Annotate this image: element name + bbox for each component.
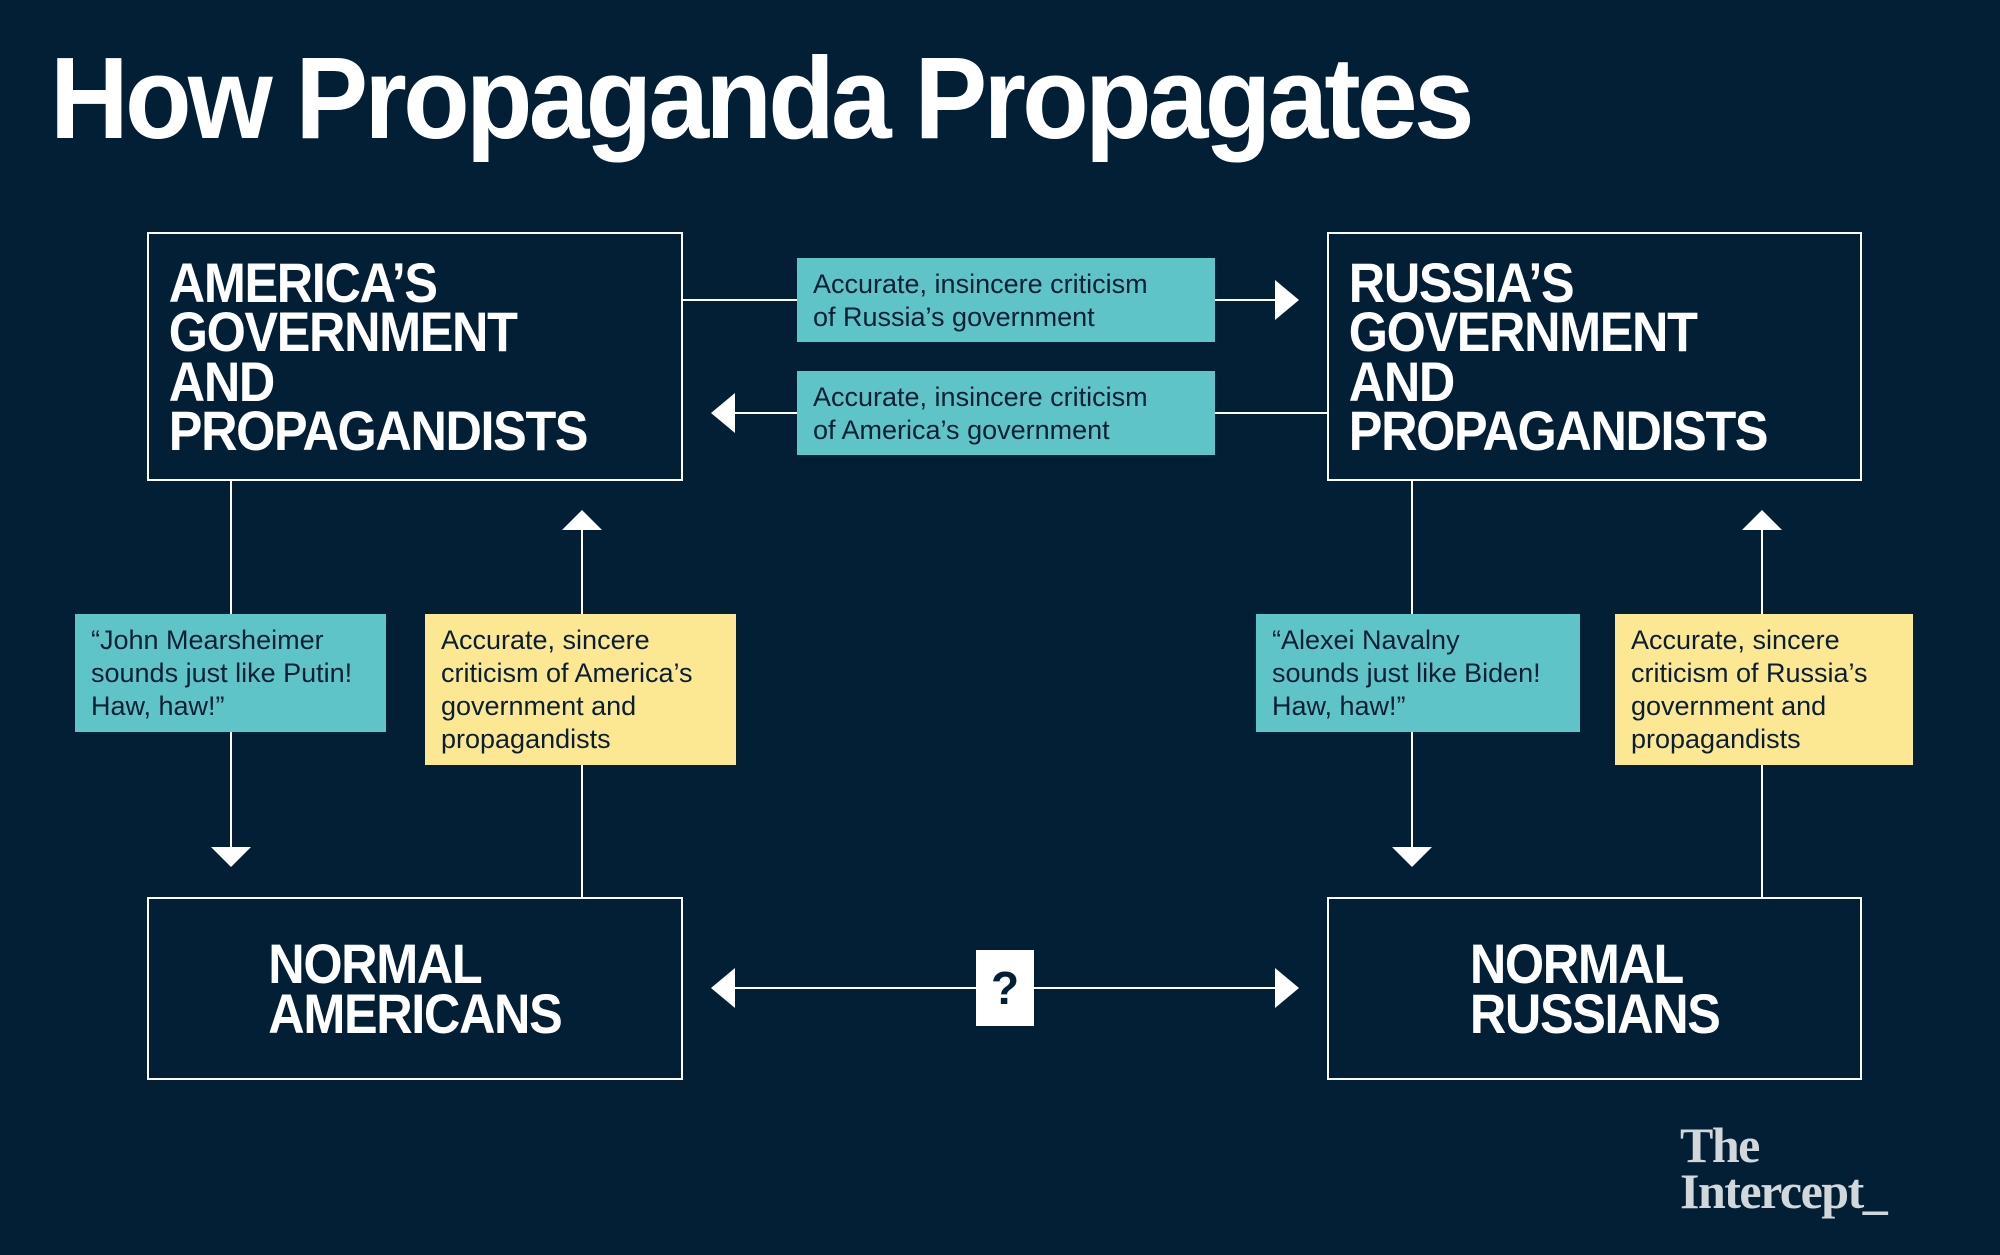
arrowhead-left-icon bbox=[711, 393, 735, 433]
diagram-title: How Propaganda Propagates bbox=[50, 33, 1475, 163]
node-normal-russians: NORMAL RUSSIANS bbox=[1327, 897, 1862, 1080]
node-america-government-label: AMERICA’S GOVERNMENT AND PROPAGANDISTS bbox=[168, 250, 589, 462]
label-russia-to-russians: “Alexei Navalny sounds just like Biden! … bbox=[1256, 614, 1580, 732]
arrowhead-right-icon bbox=[1275, 280, 1299, 320]
node-normal-americans: NORMAL AMERICANS bbox=[147, 897, 683, 1080]
label-us-to-americans: “John Mearsheimer sounds just like Putin… bbox=[75, 614, 386, 732]
node-russia-government-label: RUSSIA’S GOVERNMENT AND PROPAGANDISTS bbox=[1348, 250, 1769, 462]
arrowhead-left-icon bbox=[711, 968, 735, 1008]
question-mark-box: ? bbox=[976, 950, 1034, 1026]
node-russia-government: RUSSIA’S GOVERNMENT AND PROPAGANDISTS bbox=[1327, 232, 1862, 481]
node-normal-americans-label: NORMAL AMERICANS bbox=[268, 932, 562, 1045]
label-russians-to-russia: Accurate, sincere criticism of Russia’s … bbox=[1615, 614, 1913, 765]
label-us-to-russia: Accurate, insincere criticism of Russia’… bbox=[797, 258, 1215, 342]
node-america-government: AMERICA’S GOVERNMENT AND PROPAGANDISTS bbox=[147, 232, 683, 481]
arrowhead-up-icon bbox=[1742, 510, 1782, 530]
label-americans-to-us: Accurate, sincere criticism of America’s… bbox=[425, 614, 736, 765]
logo-line-2: Intercept_ bbox=[1680, 1163, 1888, 1219]
label-russia-to-us: Accurate, insincere criticism of America… bbox=[797, 371, 1215, 455]
arrowhead-down-icon bbox=[1392, 847, 1432, 867]
logo-line-1: The bbox=[1680, 1117, 1760, 1173]
arrowhead-up-icon bbox=[562, 510, 602, 530]
the-intercept-logo: The Intercept_ bbox=[1680, 1120, 1888, 1219]
node-normal-russians-label: NORMAL RUSSIANS bbox=[1469, 932, 1721, 1045]
arrowhead-down-icon bbox=[211, 847, 251, 867]
arrowhead-right-icon bbox=[1275, 968, 1299, 1008]
